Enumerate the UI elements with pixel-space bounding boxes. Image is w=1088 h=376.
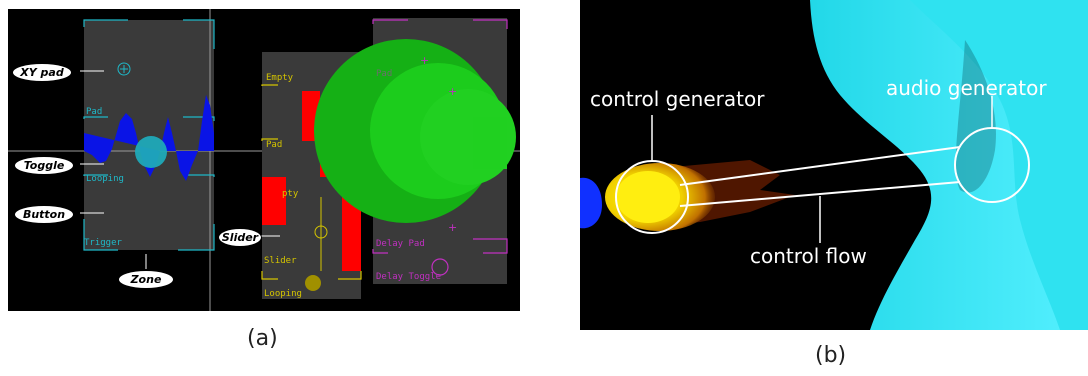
slider-control[interactable] [314, 197, 328, 271]
xy-pad-cursor[interactable] [117, 62, 131, 76]
screenshot-panel-b: control generator audio generator contro… [580, 0, 1088, 330]
control-generator-label: control generator [590, 87, 765, 111]
slider-callout: Slider [218, 228, 262, 247]
label-pointer-lines [651, 96, 993, 243]
svg-text:+: + [420, 54, 429, 67]
button-callout: Button [14, 205, 74, 224]
zone-3-pad-partial-label: Pad [376, 69, 393, 79]
screenshot-panel-a: + + + Pad Looping Trigger Empty Pad pty … [8, 9, 520, 311]
waveform-visualization [84, 95, 214, 181]
delay-toggle-circle[interactable] [431, 258, 449, 276]
zone-1-background [84, 20, 214, 250]
zone-3-brackets [372, 19, 508, 254]
panel-a-caption: (a) [247, 326, 278, 351]
zone-1-looping-label: Looping [86, 174, 124, 184]
zone-3-delay-toggle-label: Delay Toggle [376, 272, 442, 282]
panel-b-caption: (b) [815, 343, 847, 368]
svg-text:+: + [448, 85, 457, 98]
green-circles [314, 39, 516, 223]
control-flow-lines[interactable] [679, 146, 961, 207]
blue-blob [580, 177, 602, 229]
zone-3-delay-pad-label: Delay Pad [376, 239, 425, 249]
audio-generator-shape [810, 0, 1088, 330]
svg-text:+: + [448, 221, 457, 234]
zone-2-looping-label: Looping [264, 289, 302, 299]
control-flow-label: control flow [750, 244, 867, 268]
zone-2-empty-partial-label: pty [282, 189, 299, 199]
looping-toggle-circle[interactable] [305, 275, 321, 291]
zone-2-slider-label: Slider [264, 256, 297, 266]
zone-1-trigger-label[interactable]: Trigger [84, 238, 122, 248]
panel-a-canvas: + + + [8, 9, 520, 311]
xy-pad-callout: XY pad [12, 63, 72, 82]
zone-2-empty-label: Empty [266, 73, 294, 83]
toggle-callout: Toggle [14, 156, 74, 175]
audio-generator-label: audio generator [886, 76, 1047, 100]
toggle-circle[interactable] [135, 136, 167, 168]
control-generator-shape [605, 160, 795, 231]
zone-2-pad-label: Pad [266, 140, 283, 150]
zone-callout: Zone [118, 270, 174, 289]
panel-b-canvas [580, 0, 1088, 330]
zone-1-pad-label: Pad [86, 107, 103, 117]
zone-1-brackets [83, 19, 215, 251]
zone-3-markers: + + + [420, 54, 457, 234]
